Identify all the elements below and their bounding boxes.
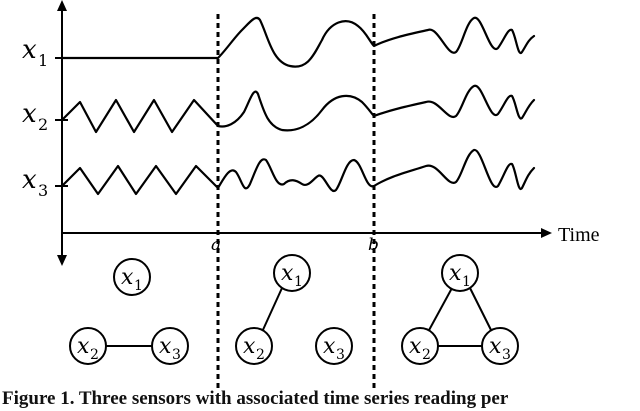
svg-text:3: 3 bbox=[502, 347, 511, 363]
series-x1-curve bbox=[60, 16, 536, 68]
node-p3-x3: x 3 bbox=[481, 327, 519, 365]
svg-text:x: x bbox=[409, 334, 422, 359]
node-p2-x2: x 2 bbox=[235, 327, 273, 365]
svg-text:3: 3 bbox=[38, 181, 48, 200]
edge-p3-x1-x2 bbox=[427, 287, 453, 333]
svg-text:1: 1 bbox=[134, 278, 143, 294]
svg-text:1: 1 bbox=[294, 274, 303, 290]
node-p1-x1: x 1 bbox=[113, 258, 151, 296]
svg-text:1: 1 bbox=[462, 274, 471, 290]
series-x3-curve bbox=[60, 148, 536, 196]
y-axis-arrow-bottom bbox=[57, 255, 67, 266]
marker-a-label: a bbox=[211, 235, 221, 255]
node-p1-x3: x 3 bbox=[151, 327, 189, 365]
series-labels: x 1 x 2 x 3 bbox=[22, 35, 68, 200]
svg-text:3: 3 bbox=[172, 347, 181, 363]
dividers: a b bbox=[211, 14, 379, 388]
svg-text:x: x bbox=[77, 334, 90, 359]
svg-text:x: x bbox=[22, 99, 37, 129]
svg-text:1: 1 bbox=[38, 51, 48, 70]
svg-text:x: x bbox=[159, 334, 172, 359]
svg-text:x: x bbox=[281, 261, 294, 286]
figure-caption: Figure 1. Three sensors with associated … bbox=[2, 388, 509, 409]
edge-p2-x1-x2 bbox=[261, 287, 283, 333]
edge-p3-x1-x3 bbox=[469, 287, 493, 333]
time-series bbox=[60, 16, 536, 196]
svg-text:x: x bbox=[22, 35, 37, 65]
time-axis-arrow bbox=[541, 228, 552, 238]
marker-b-label: b bbox=[368, 235, 379, 255]
svg-text:x: x bbox=[121, 265, 134, 290]
svg-text:2: 2 bbox=[256, 347, 265, 363]
time-axis-label: Time bbox=[558, 224, 600, 246]
graph-panel-1: x 1 x 2 x 3 bbox=[69, 258, 189, 365]
node-p2-x3: x 3 bbox=[315, 327, 353, 365]
svg-text:x: x bbox=[243, 334, 256, 359]
axes: Time bbox=[57, 0, 600, 266]
svg-text:x: x bbox=[323, 334, 336, 359]
svg-text:x: x bbox=[22, 165, 37, 195]
node-p2-x1: x 1 bbox=[273, 254, 311, 292]
svg-text:x: x bbox=[449, 261, 462, 286]
svg-text:3: 3 bbox=[336, 347, 345, 363]
node-p3-x2: x 2 bbox=[401, 327, 439, 365]
graph-panel-2: x 1 x 2 x 3 bbox=[235, 254, 353, 365]
graph-panel-3: x 1 x 2 x 3 bbox=[401, 254, 519, 365]
node-p1-x2: x 2 bbox=[69, 327, 107, 365]
svg-text:2: 2 bbox=[422, 347, 431, 363]
svg-text:x: x bbox=[489, 334, 502, 359]
svg-text:2: 2 bbox=[38, 115, 48, 134]
svg-text:2: 2 bbox=[90, 347, 99, 363]
y-axis-arrow-top bbox=[57, 0, 67, 11]
series-x2-curve bbox=[60, 84, 536, 134]
node-p3-x1: x 1 bbox=[441, 254, 479, 292]
